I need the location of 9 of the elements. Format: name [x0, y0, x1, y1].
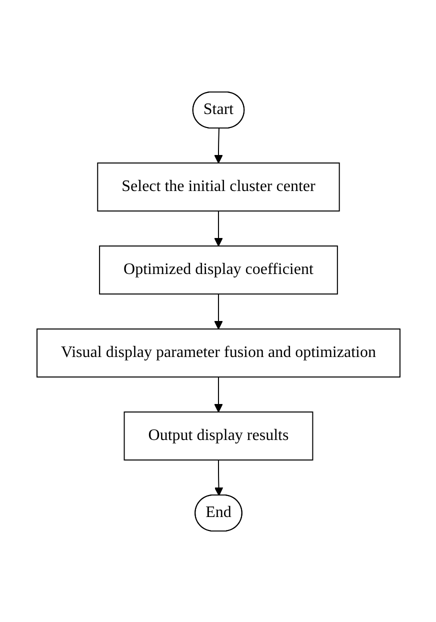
arrow	[214, 376, 222, 412]
arrow	[214, 128, 222, 163]
arrow	[214, 210, 222, 246]
node-box: Optimized display coefficient	[98, 245, 338, 294]
node-box: Select the initial cluster center	[96, 162, 340, 211]
arrow	[214, 459, 223, 496]
arrow	[214, 293, 222, 329]
node-box: Visual display parameter fusion and optimization	[36, 328, 400, 377]
node-box: Output display results	[123, 411, 313, 460]
